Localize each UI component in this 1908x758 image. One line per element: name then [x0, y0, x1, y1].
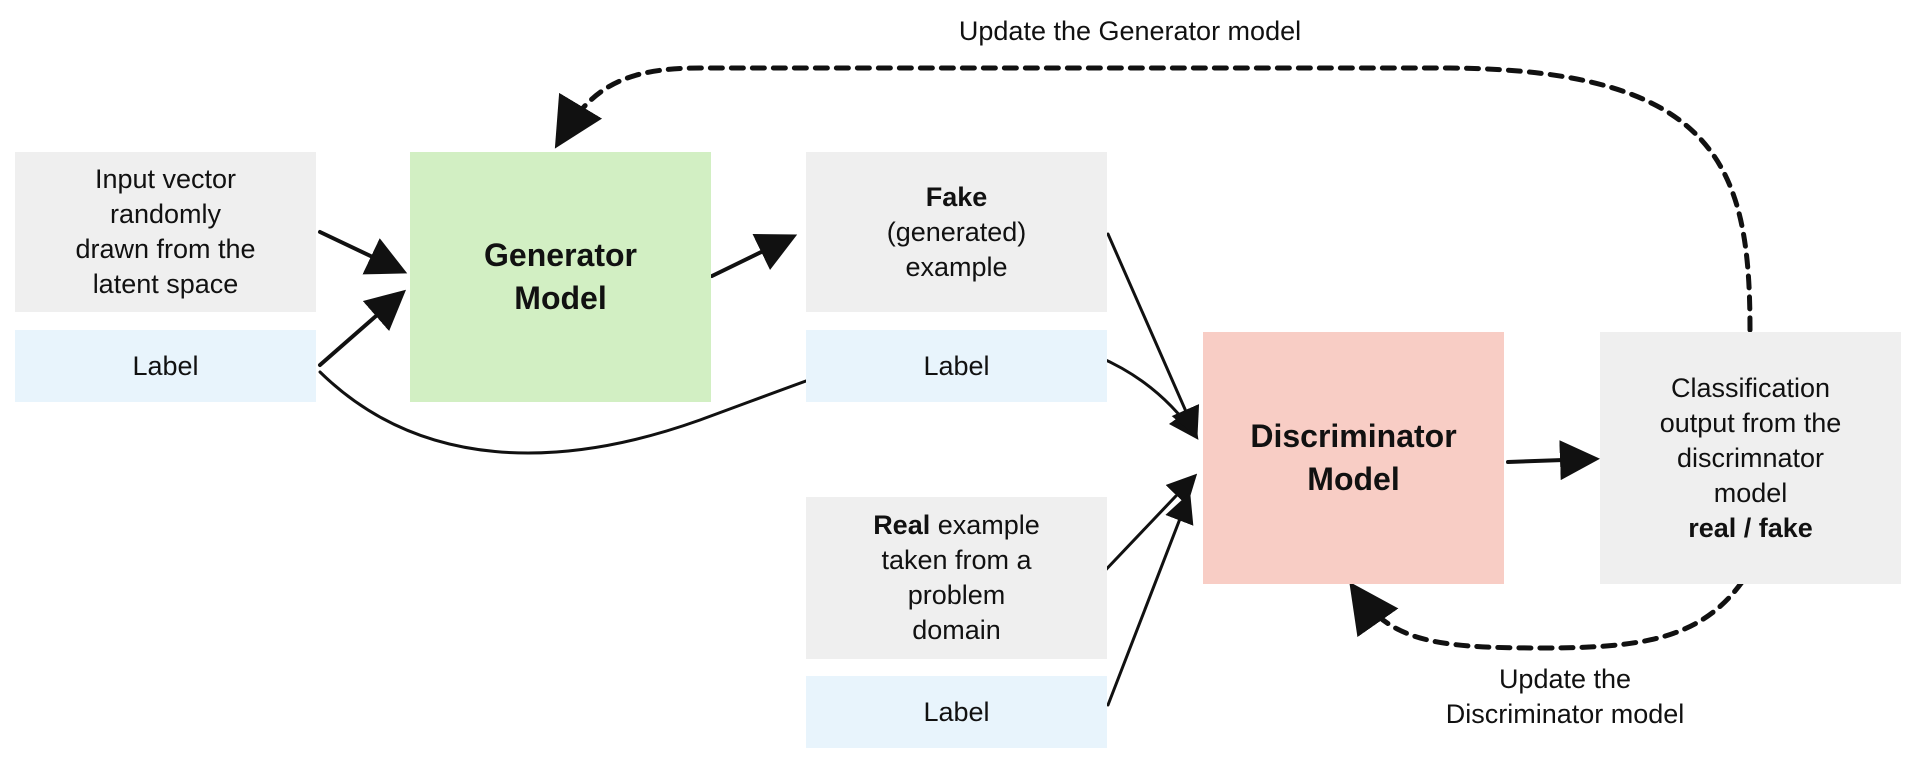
update-discriminator-label: Update the Discriminator model: [1370, 662, 1760, 732]
label-box-1-text: Label: [132, 350, 199, 381]
fake-title: Fake: [925, 181, 988, 212]
discriminator-title-line-1: Discriminator: [1250, 418, 1457, 454]
discriminator-model-box: Discriminator Model: [1203, 332, 1504, 584]
classification-line-4: model: [1713, 477, 1788, 508]
label-box-3: Label: [806, 676, 1107, 748]
discriminator-to-classification-arrow: [1506, 440, 1600, 481]
label-box-3-text: Label: [923, 696, 990, 727]
real-line-3: problem: [907, 580, 1006, 610]
generator-model-box: Generator Model: [410, 152, 711, 402]
label-box-2: Label: [806, 330, 1107, 402]
input-vector-line-2: randomly: [109, 199, 222, 229]
discriminator-title-line-2: Model: [1307, 461, 1400, 497]
update-generator-arrow: [554, 65, 1753, 333]
input-vector-line-4: latent space: [92, 269, 239, 299]
real-to-discriminator-arrow: [1096, 473, 1198, 580]
label3-to-discriminator-arrow: [1106, 492, 1194, 707]
real-example-box: Real example taken from a problem domain: [806, 497, 1107, 659]
real-first-line: Real example: [873, 508, 1040, 543]
generator-title-line-2: Model: [514, 280, 607, 316]
label-box-2-text: Label: [923, 350, 990, 381]
real-line-4: domain: [912, 615, 1001, 645]
classification-result: real / fake: [1688, 512, 1813, 543]
fake-to-discriminator-arrow: [1106, 232, 1200, 438]
fake-example-box: Fake (generated) example: [806, 152, 1107, 312]
update-discriminator-line-1: Update the: [1498, 664, 1632, 694]
classification-line-2: output from the: [1659, 407, 1842, 438]
real-line-2: taken from a: [881, 545, 1032, 575]
real-rest: example: [930, 510, 1040, 540]
fake-line-1: (generated): [886, 216, 1027, 247]
input-vector-line-3: drawn from the: [75, 234, 256, 264]
real-title: Real: [873, 510, 931, 540]
generator-title-line-1: Generator: [484, 237, 637, 273]
fake-line-2: example: [905, 251, 1008, 282]
update-discriminator-arrow: [1349, 579, 1745, 651]
label-box-1: Label: [15, 330, 316, 402]
classification-line-1: Classification: [1670, 372, 1831, 403]
input-to-generator-arrow: [318, 230, 408, 275]
label-to-generator-arrow: [318, 289, 407, 367]
classification-line-3: discrimnator: [1676, 442, 1825, 473]
input-vector-box: Input vector randomly drawn from the lat…: [15, 152, 316, 312]
update-generator-label: Update the Generator model: [958, 16, 1302, 46]
classification-output-box: Classification output from the discrimna…: [1600, 332, 1901, 584]
input-vector-line-1: Input vector: [94, 164, 237, 194]
update-discriminator-line-2: Discriminator model: [1445, 699, 1685, 729]
generator-to-fake-arrow: [710, 234, 798, 278]
